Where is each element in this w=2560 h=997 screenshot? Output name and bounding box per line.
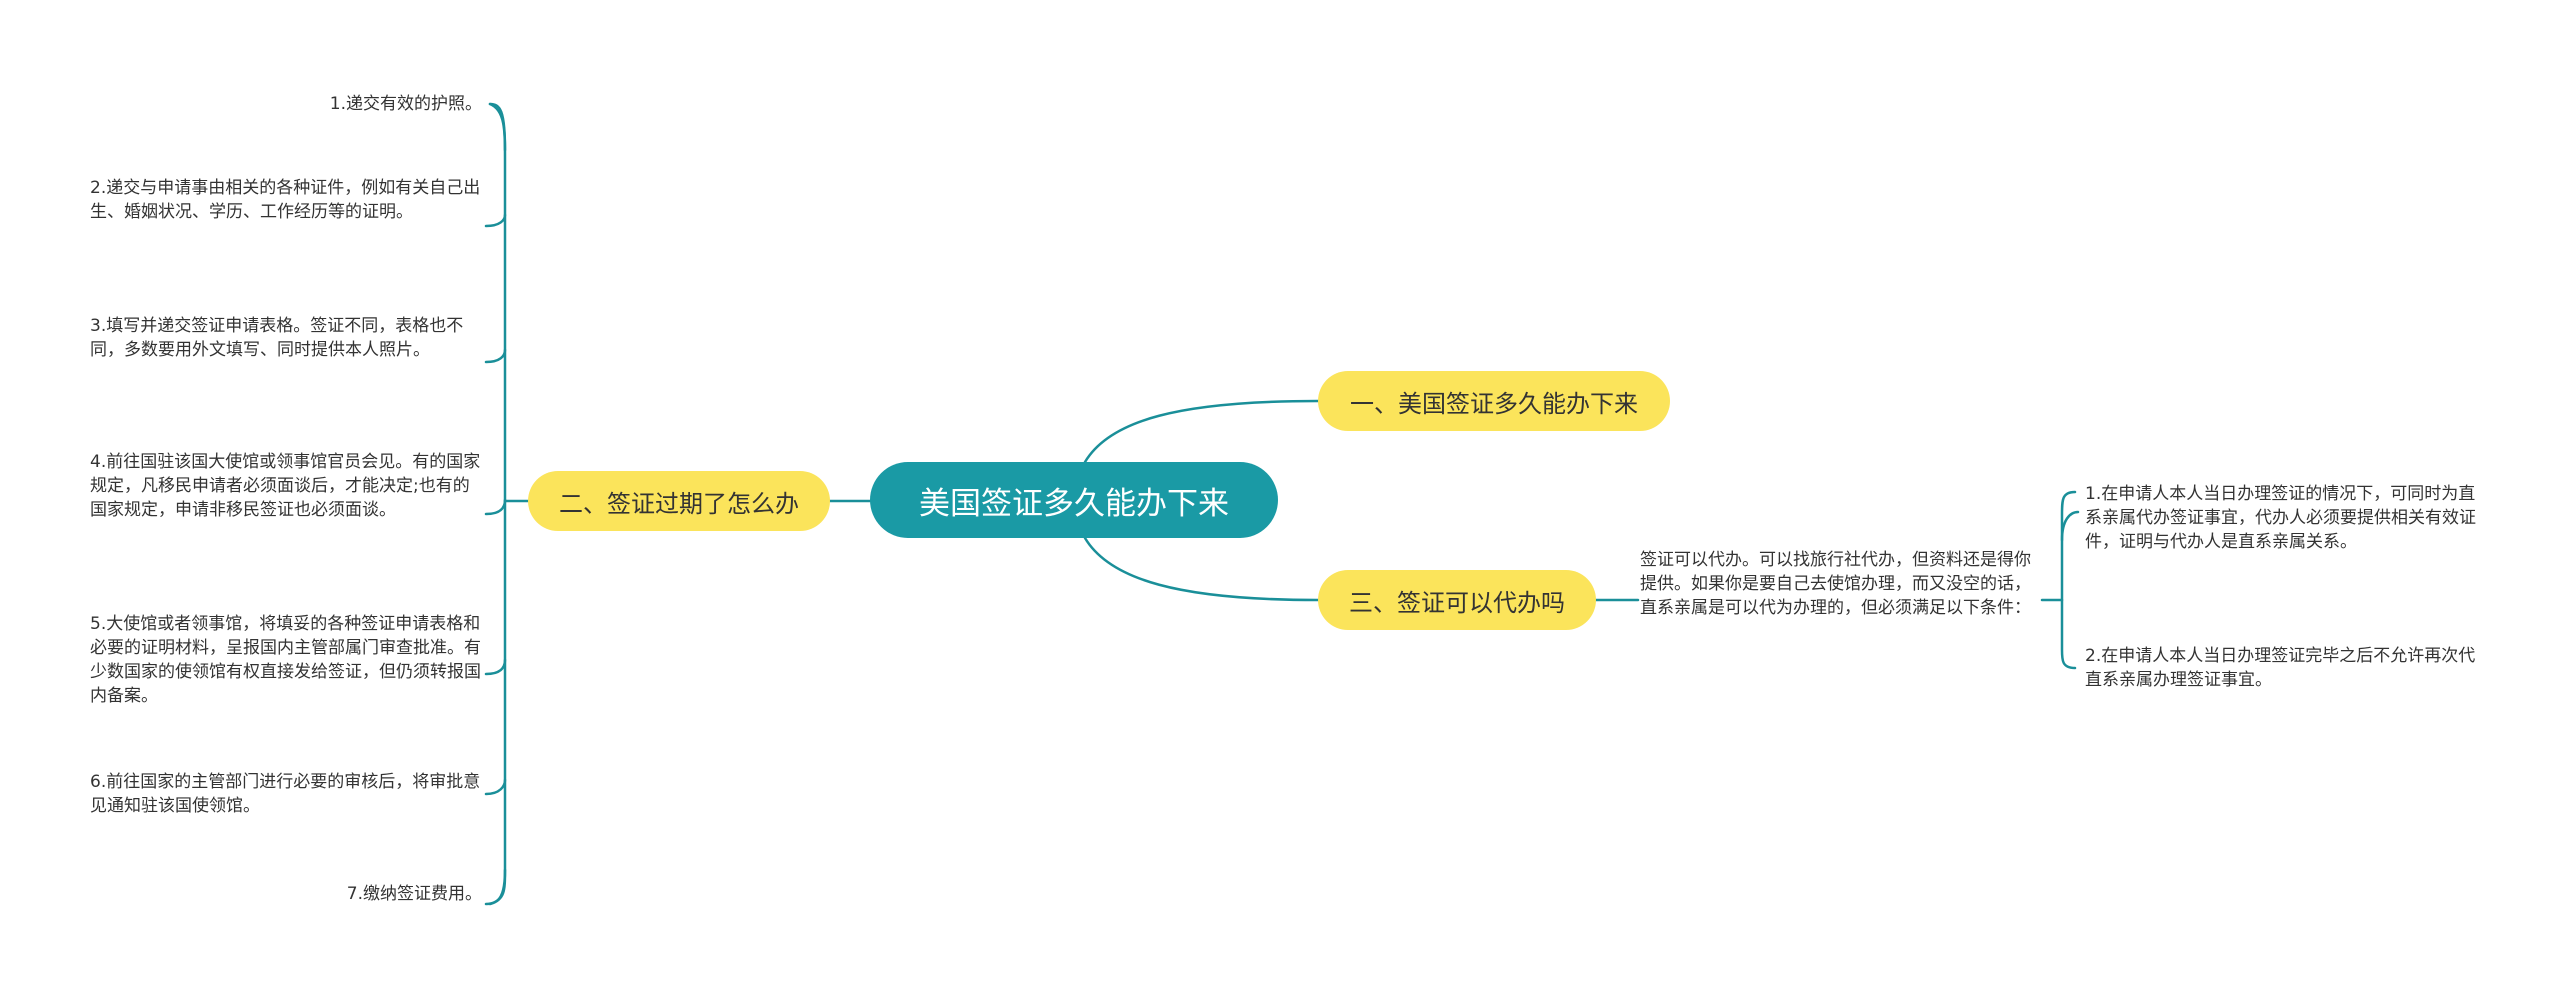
branch-label-3: 三、签证可以代办吗 [1349,588,1565,617]
leaf-item-2[interactable]: 2.递交与申请事由相关的各种证件，例如有关自己出生、婚姻状况、学历、工作经历等的… [90,178,481,222]
left-tick-6 [484,778,507,796]
right-bracket [2060,490,2077,670]
leaf-item-6[interactable]: 6.前往国家的主管部门进行必要的审核后，将审批意见通知驻该国使领馆。 [90,772,481,816]
branch-node-3[interactable]: 三、签证可以代办吗 [1318,570,1596,630]
branch-label-1: 一、美国签证多久能办下来 [1350,389,1638,418]
leaf-item-5[interactable]: 5.大使馆或者领事馆，将填妥的各种签证申请表格和必要的证明材料，呈报国内主管部属… [90,614,481,706]
connector-root-branch3 [1083,536,1320,602]
branch3-detail[interactable]: 签证可以代办。可以找旅行社代办，但资料还是得你提供。如果你是要自己去使馆办理，而… [1640,550,2031,618]
left-tick-2 [484,213,507,228]
branch-label-2: 二、签证过期了怎么办 [559,489,799,518]
leaf-item-3[interactable]: 3.填写并递交签证申请表格。签证不同，表格也不同，多数要用外文填写、同时提供本人… [90,316,464,360]
leaf-item-4[interactable]: 4.前往国驻该国大使馆或领事馆官员会见。有的国家规定，凡移民申请者必须面谈后，才… [90,452,481,520]
left-tick-3 [484,348,507,364]
branch-node-2[interactable]: 二、签证过期了怎么办 [528,471,830,531]
left-tick-7 [484,868,507,906]
root-label: 美国签证多久能办下来 [919,485,1229,522]
left-tick-5 [484,658,507,676]
right-tick-1 [2060,510,2080,542]
branch-node-1[interactable]: 一、美国签证多久能办下来 [1318,371,1670,431]
connector-root-branch1 [1083,399,1320,464]
leaf-item-1[interactable]: 1.递交有效的护照。 [329,94,482,114]
leaf-item-7[interactable]: 7.缴纳签证费用。 [346,884,482,904]
left-tick-1 [488,102,507,152]
left-tick-4 [484,498,507,516]
root-node[interactable]: 美国签证多久能办下来 [870,462,1278,538]
condition-item-2[interactable]: 2.在申请人本人当日办理签证完毕之后不允许再次代直系亲属办理签证事宜。 [2085,646,2476,690]
condition-item-1[interactable]: 1.在申请人本人当日办理签证的情况下，可同时为直系亲属代办签证事宜，代办人必须要… [2085,484,2476,552]
